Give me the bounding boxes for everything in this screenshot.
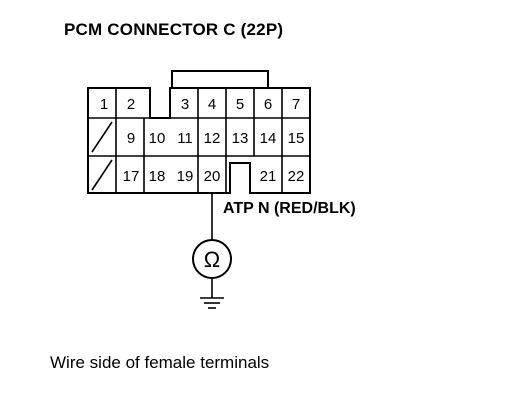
connector-lock-tab (171, 70, 269, 88)
empty-cavity-slash (91, 159, 113, 191)
terminal-label: 7 (292, 96, 300, 113)
wire-label: ATP N (RED/BLK) (223, 200, 356, 217)
terminal-label: 10 (149, 130, 166, 147)
terminal-label: 12 (204, 130, 221, 147)
terminal-label: 1 (100, 96, 108, 113)
terminal-label: 14 (260, 130, 277, 147)
terminal-label: 4 (208, 96, 216, 113)
terminal-label: 17 (123, 168, 140, 185)
terminal-label: 20 (204, 168, 221, 185)
terminal-label: 13 (232, 130, 249, 147)
terminal-label: 9 (127, 130, 135, 147)
empty-cavity-slash (91, 121, 113, 153)
terminal-label: 3 (181, 96, 189, 113)
terminal-label: 15 (288, 130, 305, 147)
diagram-caption: Wire side of female terminals (50, 353, 270, 372)
ground-icon (200, 297, 224, 309)
terminal-label: 22 (288, 168, 305, 185)
terminal-label: 19 (177, 168, 194, 185)
terminal-label: 6 (264, 96, 272, 113)
terminal-label: 18 (149, 168, 166, 185)
cell-dividers (115, 88, 283, 193)
terminal-label: 21 (260, 168, 277, 185)
connector-outline (87, 87, 311, 194)
ohm-symbol: Ω (204, 247, 220, 272)
terminal-label: 5 (236, 96, 244, 113)
diagram-title: PCM CONNECTOR C (22P) (64, 20, 284, 39)
terminal-label: 2 (127, 96, 135, 113)
terminal-label: 11 (177, 130, 193, 147)
